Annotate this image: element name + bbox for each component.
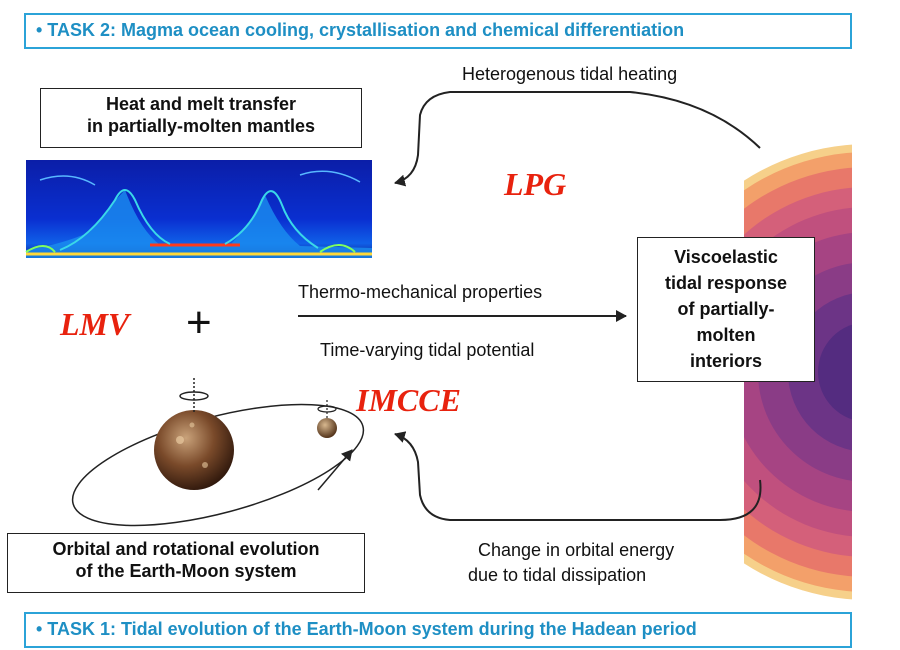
visco-line-1: Viscoelastic	[674, 247, 778, 267]
arrow-heat-feedback	[394, 91, 761, 187]
moon-icon	[317, 418, 337, 438]
mantle-simulation-image	[25, 160, 372, 258]
lab-lmv: LMV	[60, 306, 130, 342]
plus-sign: +	[186, 298, 212, 347]
orbital-box-line-2: of the Earth-Moon system	[75, 561, 297, 581]
visco-line-4: molten	[696, 325, 756, 345]
label-thermo-mechanical: Thermo-mechanical properties	[298, 282, 543, 302]
task-2-banner: • TASK 2: Magma ocean cooling, crystalli…	[24, 13, 852, 49]
earth-icon	[154, 410, 234, 490]
lab-lpg: LPG	[504, 166, 567, 202]
heat-melt-transfer-box: Heat and melt transfer in partially-molt…	[40, 88, 362, 148]
heat-box-line-2: in partially-molten mantles	[86, 116, 316, 136]
label-tidal-potential: Time-varying tidal potential	[320, 340, 535, 360]
earth-moon-illustration	[71, 378, 365, 527]
label-tidal-heating: Heterogenous tidal heating	[462, 64, 678, 84]
orbital-box-line-1: Orbital and rotational evolution	[52, 539, 320, 559]
label-tidal-dissipation: due to tidal dissipation	[468, 565, 647, 585]
visco-line-3: of partially-	[677, 299, 775, 319]
orbital-evolution-box: Orbital and rotational evolution of the …	[7, 533, 365, 593]
visco-line-2: tidal response	[664, 273, 788, 293]
lab-imcce: IMCCE	[356, 382, 461, 418]
viscoelastic-response-box: Viscoelastic tidal response of partially…	[637, 237, 815, 382]
label-orbital-energy: Change in orbital energy	[478, 540, 675, 560]
heat-box-line-1: Heat and melt transfer	[105, 94, 297, 114]
task-1-banner: • TASK 1: Tidal evolution of the Earth-M…	[24, 612, 852, 648]
arrow-orbital-feedback	[394, 431, 762, 521]
visco-line-5: interiors	[689, 351, 763, 371]
